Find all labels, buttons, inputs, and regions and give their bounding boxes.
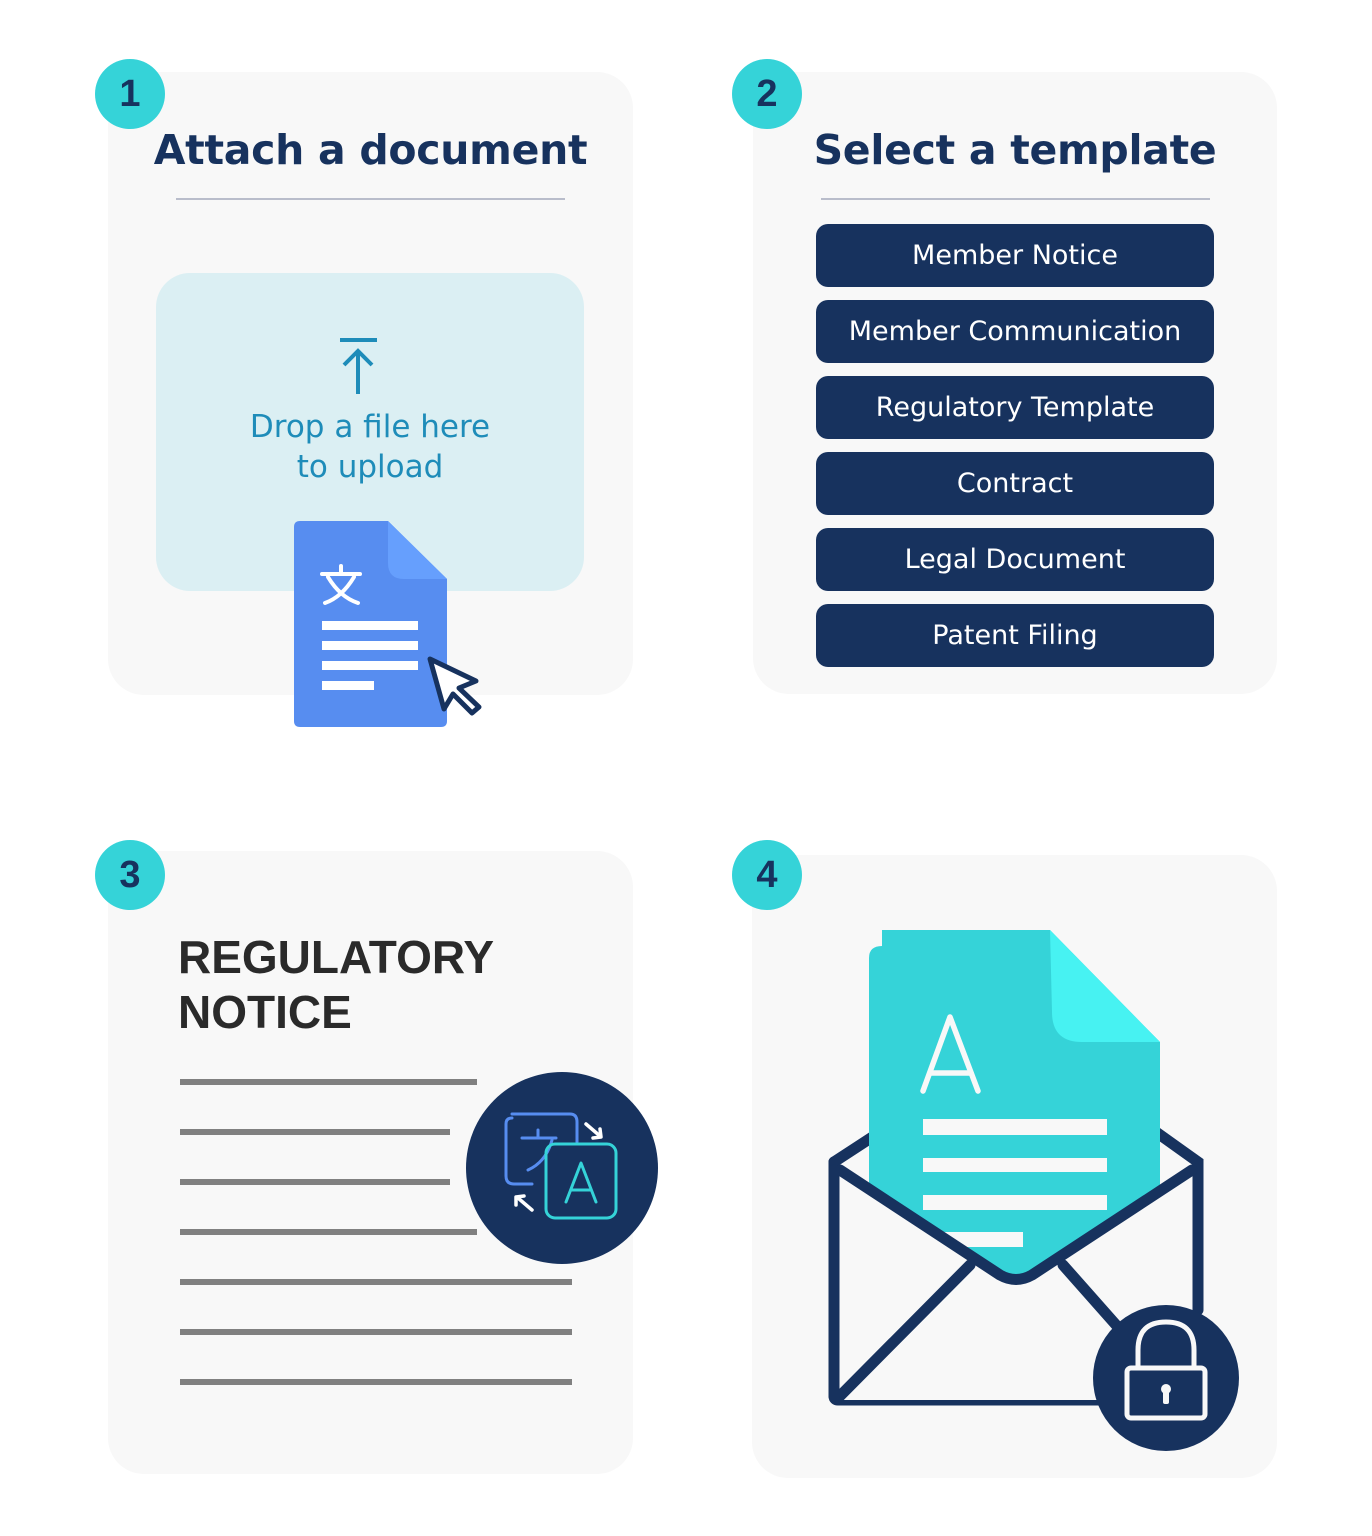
text-line	[180, 1229, 477, 1235]
document-title-line1: REGULATORY	[178, 931, 495, 983]
template-regulatory-template-button[interactable]: Regulatory Template	[816, 376, 1214, 439]
step-1-badge: 1	[95, 59, 165, 129]
text-line	[180, 1179, 450, 1185]
file-dropzone[interactable]: Drop a file here to upload	[156, 273, 584, 591]
template-legal-document-button[interactable]: Legal Document	[816, 528, 1214, 591]
lock-icon	[1093, 1305, 1239, 1451]
template-member-communication-button[interactable]: Member Communication	[816, 300, 1214, 363]
dropzone-label: Drop a file here to upload	[156, 407, 584, 487]
step-2-badge: 2	[732, 59, 802, 129]
dropzone-label-line1: Drop a file here	[249, 409, 491, 445]
translate-icon	[466, 1072, 658, 1264]
dropzone-label-line2: to upload	[296, 449, 444, 485]
text-line	[180, 1279, 572, 1285]
step-4-badge: 4	[732, 840, 802, 910]
template-contract-button[interactable]: Contract	[816, 452, 1214, 515]
text-line	[180, 1379, 572, 1385]
upload-icon	[340, 338, 377, 394]
step-2-divider	[821, 198, 1210, 200]
text-line	[180, 1329, 572, 1335]
step-3-badge: 3	[95, 840, 165, 910]
step-1-title: Attach a document	[153, 126, 588, 174]
document-title: REGULATORY NOTICE	[178, 930, 494, 1040]
text-line	[180, 1079, 477, 1085]
step-2-title: Select a template	[813, 126, 1217, 174]
translate-document-icon[interactable]	[294, 521, 447, 727]
template-member-notice-button[interactable]: Member Notice	[816, 224, 1214, 287]
step-1-divider	[176, 198, 565, 200]
template-patent-filing-button[interactable]: Patent Filing	[816, 604, 1214, 667]
document-title-line2: NOTICE	[178, 986, 352, 1038]
envelope-icon	[828, 930, 1239, 1451]
text-line	[180, 1129, 450, 1135]
mouse-pointer-icon	[427, 656, 482, 716]
